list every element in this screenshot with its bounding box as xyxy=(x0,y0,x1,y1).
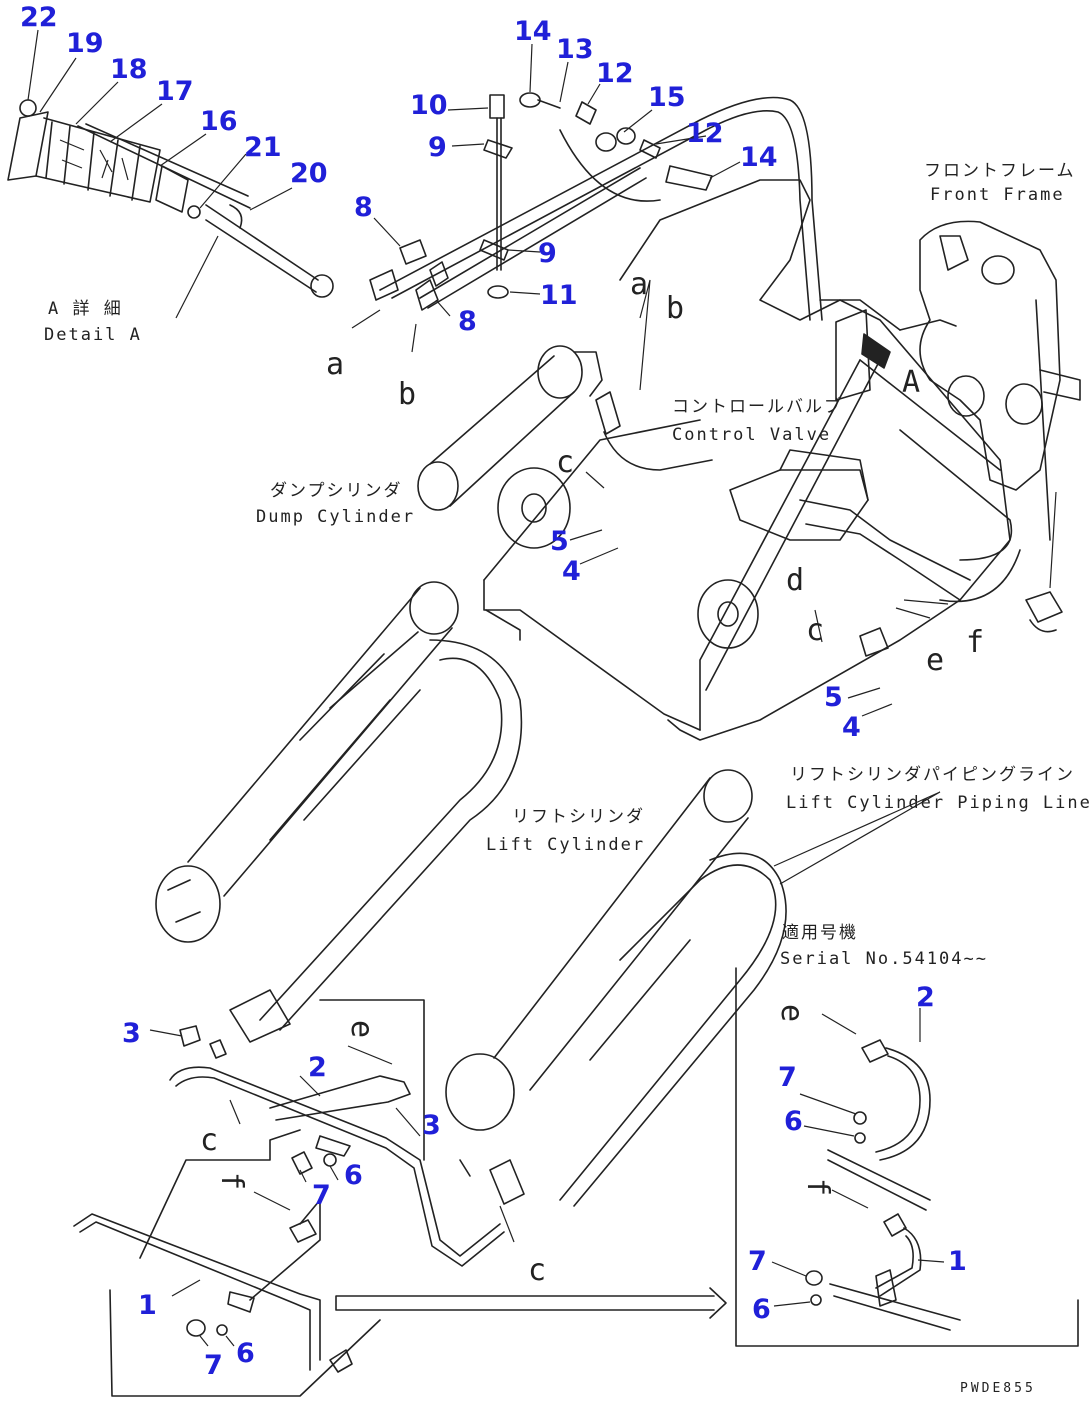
leader-lines xyxy=(27,29,1057,1347)
ref-d: d xyxy=(786,563,804,598)
part-13: 13 xyxy=(556,34,594,65)
part-7-mid: 7 xyxy=(312,1180,331,1211)
front-frame-jp-label: フロントフレーム xyxy=(924,161,1076,181)
ref-b-mid: b xyxy=(666,291,684,326)
part-2-inset: 2 xyxy=(916,982,935,1013)
lift-piping-en-label: Lift Cylinder Piping Line xyxy=(786,793,1090,813)
detail-letter-a: A xyxy=(902,365,920,400)
ref-e-inset: e xyxy=(774,1004,809,1022)
ref-e-right: e xyxy=(926,643,944,678)
detail-a-jp-label: A 詳 細 xyxy=(48,299,123,319)
part-19: 19 xyxy=(66,28,104,59)
upper-hose-assembly xyxy=(369,92,823,321)
control-valve-drawing xyxy=(729,429,1021,657)
ref-f-right: f xyxy=(966,625,984,660)
ref-c-upper: c xyxy=(556,445,574,480)
lift-piping-jp-label: リフトシリンダパイピングライン xyxy=(790,765,1075,785)
part-1-inset: 1 xyxy=(948,1246,967,1277)
part-14-upper: 14 xyxy=(514,16,552,47)
part-20: 20 xyxy=(290,158,328,189)
part-7-bottom: 7 xyxy=(204,1350,223,1381)
serial-en-label: Serial No.54104~~ xyxy=(780,949,988,969)
ref-e-lower: e xyxy=(344,1020,379,1038)
part-6-inset-upper: 6 xyxy=(784,1106,803,1137)
dump-cylinder-drawing xyxy=(417,345,713,511)
lift-cylinder-en-label: Lift Cylinder xyxy=(486,835,645,855)
part-6-bottom: 6 xyxy=(236,1338,255,1369)
part-22: 22 xyxy=(20,2,58,33)
part-8-lower: 8 xyxy=(458,306,477,337)
part-5-lower: 5 xyxy=(824,682,843,713)
ref-c-right: c xyxy=(806,613,824,648)
part-4-upper: 4 xyxy=(562,556,581,587)
ref-f-lower: f xyxy=(214,1172,249,1190)
control-valve-en-label: Control Valve xyxy=(672,425,831,445)
ref-b-upper: b xyxy=(398,377,416,412)
drawing-code: PWDE855 xyxy=(960,1381,1036,1396)
lift-piping-drawing xyxy=(73,999,505,1397)
part-12-lower: 12 xyxy=(686,118,724,149)
part-3-left: 3 xyxy=(122,1018,141,1049)
part-number-labels: 22 19 18 17 16 21 20 8 10 9 14 13 12 15 … xyxy=(20,2,967,1381)
lift-cylinder-left-drawing xyxy=(155,581,523,1043)
part-12-upper: 12 xyxy=(596,58,634,89)
part-16: 16 xyxy=(200,106,238,137)
dump-cylinder-jp-label: ダンプシリンダ xyxy=(270,481,403,501)
detail-a-en-label: Detail A xyxy=(44,325,142,345)
part-15: 15 xyxy=(648,82,686,113)
reference-letters: a b a b c d c e f e c f c e f A xyxy=(200,267,984,1288)
part-10: 10 xyxy=(410,90,448,121)
part-9-upper: 9 xyxy=(428,132,447,163)
lift-cylinder-right-drawing xyxy=(445,769,787,1207)
ref-c-lower: c xyxy=(200,1123,218,1158)
part-11: 11 xyxy=(540,280,578,311)
front-frame-en-label: Front Frame xyxy=(930,185,1065,205)
text-labels: A 詳 細 Detail A フロントフレーム Front Frame コントロ… xyxy=(44,161,1090,1396)
part-21: 21 xyxy=(244,132,282,163)
loader-frame-drawing xyxy=(483,179,1011,741)
part-4-lower: 4 xyxy=(842,712,861,743)
part-7-inset-upper: 7 xyxy=(778,1062,797,1093)
part-1-main: 1 xyxy=(138,1290,157,1321)
lift-cylinder-jp-label: リフトシリンダ xyxy=(512,807,645,827)
part-2-main: 2 xyxy=(308,1052,327,1083)
ref-a-mid: a xyxy=(630,267,648,302)
part-5-upper: 5 xyxy=(550,526,569,557)
part-17: 17 xyxy=(156,76,194,107)
front-frame-drawing xyxy=(899,220,1081,633)
part-8-upper: 8 xyxy=(354,192,373,223)
ref-a-upper: a xyxy=(326,347,344,382)
part-3-right: 3 xyxy=(422,1110,441,1141)
ref-c-bottom: c xyxy=(528,1253,546,1288)
serial-jp-label: 適用号機 xyxy=(782,923,858,943)
detail-a-drawing xyxy=(7,99,334,319)
ref-f-inset: f xyxy=(800,1178,835,1196)
part-9-lower: 9 xyxy=(538,238,557,269)
part-18: 18 xyxy=(110,54,148,85)
control-valve-jp-label: コントロールバルブ xyxy=(672,396,843,417)
serial-inset-drawing xyxy=(735,967,1079,1347)
part-6-inset-lower: 6 xyxy=(752,1294,771,1325)
dump-cylinder-en-label: Dump Cylinder xyxy=(256,507,415,527)
part-7-inset-lower: 7 xyxy=(748,1246,767,1277)
part-14-lower: 14 xyxy=(740,142,778,173)
transfer-arrow xyxy=(335,1287,727,1319)
part-6-mid: 6 xyxy=(344,1160,363,1191)
